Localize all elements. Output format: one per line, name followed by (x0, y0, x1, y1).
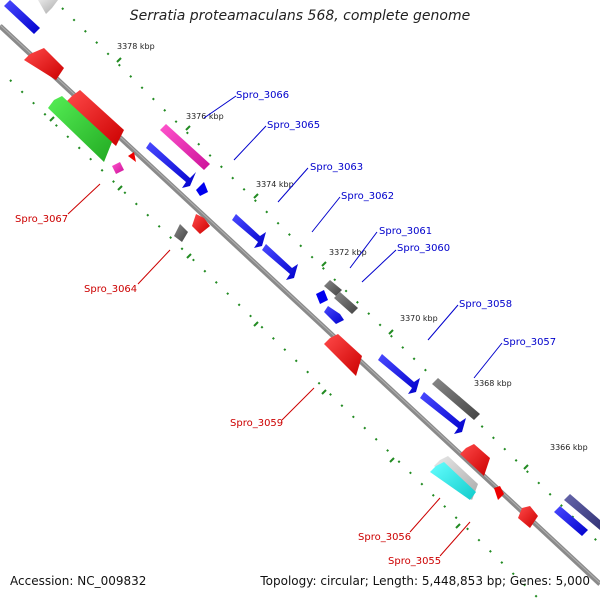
gene-arrow (232, 214, 266, 248)
tick-label: 3366 kbp (550, 443, 588, 452)
gene-arrow (316, 290, 328, 304)
gene-arrow (460, 444, 490, 476)
gene-arrow (420, 392, 466, 434)
gene-arrow (378, 354, 420, 394)
kbp-labels: 3366 kbp 3368 kbp 3370 kbp 3372 kbp 3374… (117, 42, 588, 452)
gene-arrow (38, 0, 58, 14)
gene-arrow (554, 506, 588, 536)
accession-label: Accession: NC_009832 (10, 574, 147, 588)
gene-label: Spro_3059 (230, 418, 283, 429)
gene-label: Spro_3064 (84, 284, 137, 295)
gene-label: Spro_3055 (388, 556, 441, 567)
gene-arrow (324, 280, 342, 296)
gene-label: Spro_3063 (310, 162, 363, 173)
gene-arrow (160, 124, 210, 170)
gene-arrow (174, 224, 188, 242)
gene-arrow (196, 182, 208, 196)
gene-label: Spro_3057 (503, 337, 556, 348)
tick-marks (49, 57, 529, 529)
reverse-gene-labels: Spro_3067 Spro_3064 Spro_3059 Spro_3056 … (15, 214, 441, 567)
tick-label: 3372 kbp (329, 248, 367, 257)
tick-label: 3378 kbp (117, 42, 155, 51)
gene-arrow (24, 48, 64, 80)
tick-label: 3370 kbp (400, 314, 438, 323)
gene-arrow (564, 494, 600, 530)
gene-arrow (430, 462, 476, 500)
tick-label: 3376 kbp (186, 112, 224, 121)
gene-arrow (432, 378, 480, 420)
topology-label: Topology: circular; Length: 5,448,853 bp… (260, 574, 590, 588)
gene-label: Spro_3065 (267, 120, 320, 131)
gene-arrow (324, 306, 344, 324)
forward-gene-labels: Spro_3066 Spro_3065 Spro_3063 Spro_3062 … (236, 90, 556, 348)
gene-arrow (334, 292, 358, 314)
gene-arrow (494, 486, 504, 500)
tick-label: 3368 kbp (474, 379, 512, 388)
gene-arrow (48, 96, 112, 162)
gene-arrow (324, 334, 362, 376)
gene-label: Spro_3066 (236, 90, 289, 101)
gene-label: Spro_3061 (379, 226, 432, 237)
gene-arrow (4, 0, 40, 34)
reverse-genes (24, 48, 538, 528)
reverse-leaders (67, 183, 471, 557)
gene-arrow (66, 90, 124, 146)
gene-arrow (112, 162, 124, 174)
gene-arrow (262, 244, 298, 280)
gene-arrow (518, 506, 538, 528)
gene-arrow (128, 152, 136, 162)
gene-arrow (146, 142, 196, 188)
gene-label: Spro_3058 (459, 299, 512, 310)
map-title: Serratia proteamaculans 568, complete ge… (129, 8, 471, 24)
gene-arrow (192, 214, 210, 234)
gene-label: Spro_3067 (15, 214, 68, 225)
tick-label: 3374 kbp (256, 180, 294, 189)
gene-label: Spro_3060 (397, 243, 450, 254)
gene-label: Spro_3062 (341, 191, 394, 202)
gene-label: Spro_3056 (358, 532, 411, 543)
forward-leaders (203, 95, 503, 379)
forward-genes (4, 0, 600, 536)
